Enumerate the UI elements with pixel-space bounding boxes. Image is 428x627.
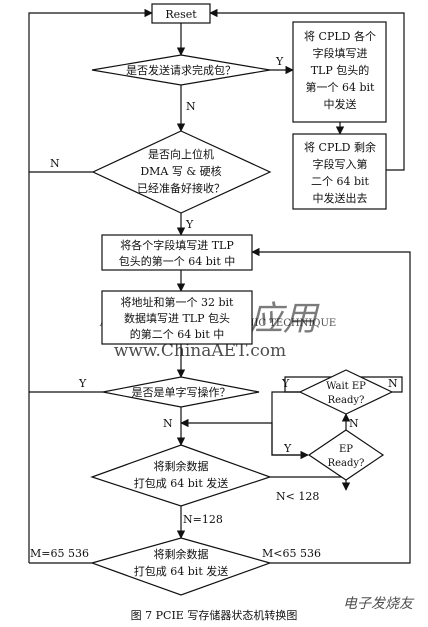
svg-text:字段填写进: 字段填写进 bbox=[313, 46, 368, 60]
svg-text:Ready?: Ready? bbox=[328, 458, 365, 469]
svg-text:是否是单字写操作？: 是否是单字写操作？ bbox=[132, 385, 231, 399]
node-q-ready: 是否向上位机 DMA 写 & 硬核 已经准备好接收？ bbox=[91, 130, 272, 214]
node-fill-cpld: 将 CPLD 各个 字段填写进 TLP 包头的 第一个 64 bit 中发送 bbox=[292, 21, 387, 123]
edge-labels: Y N N Y Y N Y N N Y N< 128 N=128 M=65 53… bbox=[30, 55, 398, 560]
svg-text:是否发送请求完成包？: 是否发送请求完成包？ bbox=[126, 63, 236, 77]
svg-text:将 CPLD 剩余: 将 CPLD 剩余 bbox=[304, 140, 376, 154]
label-y-ep: Y bbox=[283, 442, 292, 455]
svg-text:打包成 64 bit 发送: 打包成 64 bit 发送 bbox=[134, 476, 228, 490]
label-m-lt: M<65 536 bbox=[262, 547, 321, 560]
watermark-url: www.ChinaAET.com bbox=[114, 341, 286, 361]
label-n-single: N bbox=[163, 417, 173, 430]
label-y-wait: Y bbox=[281, 377, 290, 390]
node-ep-ready: EP Ready? bbox=[307, 429, 385, 481]
svg-text:Reset: Reset bbox=[165, 8, 197, 21]
label-n-ready: N bbox=[50, 157, 60, 170]
svg-text:DMA 写 & 硬核: DMA 写 & 硬核 bbox=[140, 164, 221, 178]
svg-text:包头的第一个 64 bit 中: 包头的第一个 64 bit 中 bbox=[119, 254, 235, 268]
label-n-send: N bbox=[186, 100, 196, 113]
label-m-eq: M=65 536 bbox=[30, 547, 89, 560]
label-y-single: Y bbox=[78, 377, 87, 390]
svg-text:二个 64 bit: 二个 64 bit bbox=[311, 175, 370, 188]
svg-text:将剩余数据: 将剩余数据 bbox=[154, 459, 209, 473]
svg-text:TLP 包头的: TLP 包头的 bbox=[311, 63, 370, 77]
svg-text:的第二个 64 bit 中: 的第二个 64 bit 中 bbox=[130, 327, 224, 341]
svg-text:已经准备好接收？: 已经准备好接收？ bbox=[137, 181, 225, 195]
node-pack-2: 将剩余数据 打包成 64 bit 发送 bbox=[90, 537, 272, 596]
svg-text:中发送: 中发送 bbox=[324, 97, 357, 111]
svg-text:将各个字段填写进 TLP: 将各个字段填写进 TLP bbox=[120, 238, 234, 252]
node-q-send: 是否发送请求完成包？ bbox=[91, 54, 271, 86]
svg-text:Ready?: Ready? bbox=[328, 395, 365, 406]
svg-text:第一个 64 bit: 第一个 64 bit bbox=[306, 80, 376, 94]
svg-text:数据填写进 TLP 包头: 数据填写进 TLP 包头 bbox=[124, 311, 230, 325]
label-y-ready: Y bbox=[185, 218, 194, 231]
svg-text:打包成 64 bit 发送: 打包成 64 bit 发送 bbox=[134, 564, 228, 578]
node-wait-ep-ready: Wait EP Ready? bbox=[298, 369, 394, 415]
svg-text:EP: EP bbox=[339, 444, 353, 455]
figure-caption: 图 7 PCIE 写存储器状态机转换图 bbox=[131, 608, 298, 622]
node-fill-fields: 将各个字段填写进 TLP 包头的第一个 64 bit 中 bbox=[101, 234, 253, 271]
label-n-eq128: N=128 bbox=[183, 513, 223, 526]
label-n-wait: N bbox=[388, 377, 398, 390]
watermark-corner: 电子发烧友 bbox=[343, 596, 415, 612]
svg-text:将 CPLD 各个: 将 CPLD 各个 bbox=[304, 29, 376, 43]
node-q-single: 是否是单字写操作？ bbox=[102, 376, 260, 408]
label-n-ep: N bbox=[349, 417, 359, 430]
edges bbox=[28, 8, 411, 564]
svg-text:是否向上位机: 是否向上位机 bbox=[148, 147, 214, 161]
node-reset: Reset bbox=[151, 3, 211, 24]
svg-text:Wait EP: Wait EP bbox=[326, 381, 366, 392]
svg-text:将剩余数据: 将剩余数据 bbox=[154, 547, 209, 561]
label-y-send: Y bbox=[275, 55, 284, 68]
node-write-remaining: 将 CPLD 剩余 字段写入第 二个 64 bit 中发送出去 bbox=[292, 133, 387, 210]
svg-text:中发送出去: 中发送出去 bbox=[313, 191, 368, 205]
node-fill-address: 将地址和第一个 32 bit 数据填写进 TLP 包头 的第二个 64 bit … bbox=[101, 290, 253, 345]
svg-text:字段写入第: 字段写入第 bbox=[313, 157, 368, 171]
svg-text:将地址和第一个 32 bit: 将地址和第一个 32 bit bbox=[121, 295, 235, 309]
node-pack-1: 将剩余数据 打包成 64 bit 发送 bbox=[90, 444, 272, 507]
label-n-lt128: N< 128 bbox=[276, 490, 319, 503]
